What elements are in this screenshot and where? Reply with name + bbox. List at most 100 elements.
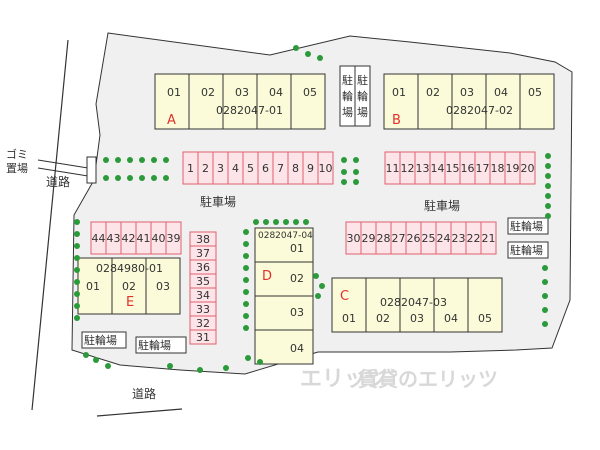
b-code: 0282047-02 — [446, 104, 513, 117]
parking-number: 13 — [416, 162, 430, 175]
d-unit-03: 03 — [290, 306, 304, 319]
tree-icon — [243, 265, 249, 271]
tree-icon — [545, 183, 551, 189]
tree-icon — [223, 365, 229, 371]
parking-number: 27 — [392, 232, 406, 245]
d-code: 0282047-04 — [258, 231, 313, 241]
parking-number: 12 — [401, 162, 415, 175]
tree-icon — [115, 175, 121, 181]
tree-icon — [263, 219, 269, 225]
bike-bottom-1: 駐輪場 — [84, 333, 117, 347]
tree-icon — [105, 363, 111, 369]
tree-icon — [151, 175, 157, 181]
parking-number: 14 — [431, 162, 445, 175]
tree-icon — [243, 277, 249, 283]
road-bottom-label: 道路 — [132, 386, 156, 401]
tree-icon — [139, 175, 145, 181]
road-line-bottom — [96, 408, 183, 417]
tree-icon — [243, 289, 249, 295]
parking-number: 1 — [187, 162, 194, 175]
parking-number: 39 — [167, 232, 181, 245]
tree-icon — [74, 315, 80, 321]
e-unit-02: 02 — [122, 280, 136, 293]
gomi-label-1: ゴミ — [6, 147, 28, 161]
parking-number: 4 — [232, 162, 239, 175]
b-unit-05: 05 — [528, 86, 542, 99]
parking-number: 29 — [362, 232, 376, 245]
tree-icon — [74, 243, 80, 249]
parking-number: 44 — [92, 232, 106, 245]
tree-icon — [243, 313, 249, 319]
bike-right-1: 駐輪場 — [510, 219, 543, 233]
svg-text:場: 場 — [342, 106, 353, 119]
parking-number: 7 — [277, 162, 284, 175]
parking-number: 10 — [319, 162, 333, 175]
parking-number: 35 — [196, 275, 210, 288]
tree-icon — [545, 173, 551, 179]
e-code: 0284980-01 — [96, 262, 163, 275]
d-unit-04: 04 — [290, 342, 304, 355]
parking-left-label: 駐車場 — [200, 194, 236, 209]
d-letter: D — [262, 269, 272, 284]
parking-number: 2 — [202, 162, 209, 175]
building-b — [383, 73, 555, 130]
bike-top-1: 駐 — [342, 73, 353, 87]
tree-icon — [253, 219, 259, 225]
parking-number: 32 — [196, 317, 210, 330]
tree-icon — [151, 157, 157, 163]
a-unit-05: 05 — [303, 86, 317, 99]
tree-icon — [313, 273, 319, 279]
parking-number: 25 — [422, 232, 436, 245]
b-letter: B — [392, 113, 401, 128]
parking-space — [480, 221, 497, 255]
tree-icon — [283, 219, 289, 225]
tree-icon — [127, 175, 133, 181]
building-a-dividers — [188, 74, 292, 129]
tree-icon — [545, 203, 551, 209]
building-c — [331, 277, 503, 333]
tree-icon — [74, 279, 80, 285]
bike-right-1-box — [507, 217, 549, 235]
bike-bottom-2-box — [135, 336, 187, 354]
tree-icon — [163, 175, 169, 181]
tree-icon — [542, 293, 548, 299]
watermark-logo: エリッツ — [300, 367, 388, 392]
tree-icon — [341, 179, 347, 185]
a-unit-04: 04 — [269, 86, 283, 99]
trees — [74, 45, 551, 373]
tree-icon — [127, 157, 133, 163]
tree-icon — [243, 253, 249, 259]
tree-icon — [103, 157, 109, 163]
b-unit-03: 03 — [460, 86, 474, 99]
tree-icon — [103, 175, 109, 181]
tree-icon — [163, 157, 169, 163]
parking-number: 9 — [307, 162, 314, 175]
parking-number: 36 — [196, 261, 210, 274]
tree-icon — [257, 359, 263, 365]
tree-icon — [167, 363, 173, 369]
tree-icon — [542, 279, 548, 285]
parking-space — [317, 151, 334, 185]
parking-number: 17 — [476, 162, 490, 175]
svg-text:輪: 輪 — [357, 89, 368, 103]
c-letter: C — [340, 289, 349, 304]
parking-number: 43 — [107, 232, 121, 245]
svg-text:場: 場 — [357, 106, 368, 119]
bike-top-2: 駐 — [357, 73, 368, 87]
parking-number: 19 — [506, 162, 520, 175]
parking-number: 26 — [407, 232, 421, 245]
parking-number: 31 — [196, 331, 210, 344]
tree-icon — [341, 169, 347, 175]
tree-icon — [353, 169, 359, 175]
a-letter: A — [167, 113, 176, 128]
tree-icon — [542, 265, 548, 271]
tree-icon — [74, 303, 80, 309]
tree-icon — [74, 231, 80, 237]
parking-number: 21 — [482, 232, 496, 245]
tree-icon — [139, 157, 145, 163]
c-unit-01: 01 — [342, 312, 356, 325]
